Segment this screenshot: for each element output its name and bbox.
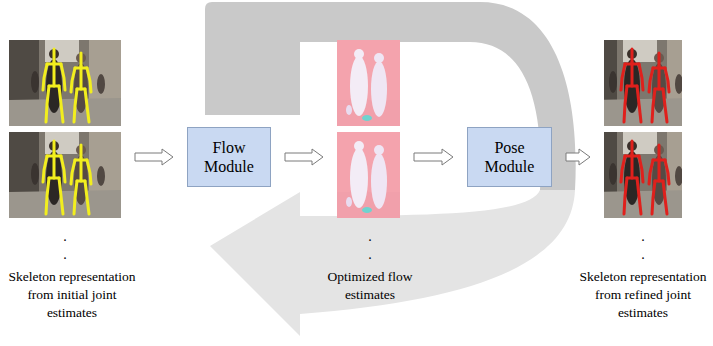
street-photo	[9, 132, 121, 218]
process-box: Flow Module	[187, 127, 271, 187]
ellipsis-dot: .	[55, 247, 75, 263]
image-panel: Skeleton representation from initial joi…	[9, 40, 121, 218]
ellipsis-dot: .	[55, 229, 75, 245]
flow-arrow	[566, 149, 590, 165]
box-label: Pose Module	[468, 138, 551, 176]
street-photo	[9, 40, 121, 126]
ellipsis-dot: .	[360, 229, 380, 245]
street-photo	[587, 132, 699, 218]
skeleton-initial	[43, 49, 91, 122]
street-photo	[587, 40, 699, 126]
flow-arrow	[414, 149, 453, 165]
ellipsis-dot: .	[633, 229, 653, 245]
image-panel: Optimized flow estimates	[337, 40, 400, 218]
panel-caption: Skeleton representation from initial joi…	[5, 268, 139, 322]
flow-image	[337, 40, 400, 126]
box-label: Flow Module	[188, 138, 270, 176]
flow-arrow	[285, 149, 323, 165]
panel-caption: Optimized flow estimates	[315, 268, 425, 304]
process-box: Pose Module	[467, 127, 552, 187]
skeleton-refined	[621, 141, 669, 214]
ellipsis-dot: .	[633, 247, 653, 263]
skeleton-initial	[43, 141, 91, 214]
flow-arrow	[135, 149, 173, 165]
flow-image	[337, 132, 400, 218]
skeleton-refined	[621, 49, 669, 122]
image-panel: Skeleton representation from refined joi…	[604, 40, 682, 218]
panel-caption: Skeleton representation from refined joi…	[576, 268, 710, 322]
ellipsis-dot: .	[360, 247, 380, 263]
